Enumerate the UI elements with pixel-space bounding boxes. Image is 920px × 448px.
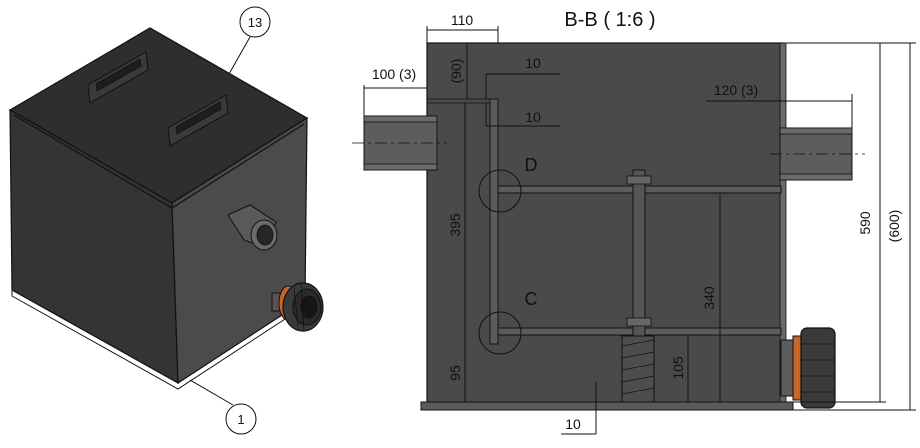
dim-10-mid: 10 [485, 103, 560, 127]
detail-c-label: C [525, 289, 538, 309]
dim-120-3-label: 120 (3) [714, 82, 758, 98]
outlet-pipe-section [770, 127, 865, 181]
dim-105-label: 105 [670, 356, 686, 380]
balloon-13: 13 [228, 6, 271, 75]
dim-10-bottom: 10 [561, 382, 597, 435]
dim-395-label: 395 [447, 213, 463, 237]
dim-110: 110 [426, 12, 499, 43]
section-title: B-B ( 1:6 ) [564, 9, 655, 31]
dim-105: 105 [670, 336, 689, 402]
dim-100-3-label: 100 (3) [372, 66, 416, 82]
lid-handle-back [87, 51, 149, 104]
dim-10-top: 10 [485, 55, 560, 99]
dim-100-3: 100 (3) [363, 66, 427, 116]
lid-handle-front [167, 94, 229, 147]
dim-90-label: (90) [448, 59, 464, 84]
vertical-baffle [489, 98, 499, 345]
detail-d-label: D [525, 155, 538, 175]
detail-c: C [478, 289, 538, 355]
dim-340: 340 [701, 193, 721, 402]
dim-590-label: 590 [857, 211, 873, 235]
dim-90: (90) [448, 43, 468, 99]
dim-95: 95 [447, 344, 466, 402]
outlet-fitting [271, 282, 324, 332]
dim-110-label: 110 [451, 12, 474, 28]
dim-340-label: 340 [701, 286, 717, 310]
drain-fitting-section [780, 327, 836, 409]
bottom-plate [420, 401, 794, 411]
dim-10-bottom-label: 10 [565, 416, 581, 432]
inlet-pipe-section [352, 115, 447, 171]
balloon-1: 1 [189, 379, 257, 435]
bottom-support-hatch [621, 335, 655, 403]
dim-120-3: 120 (3) [706, 82, 853, 128]
dim-395: 395 [447, 103, 466, 344]
side-inlet-pipe [227, 204, 278, 251]
balloon-1-label: 1 [237, 412, 244, 427]
dim-10-top-label: 10 [525, 55, 541, 71]
dim-600-label: (600) [886, 210, 902, 243]
dim-95-label: 95 [447, 365, 463, 381]
section-view: B-B ( 1:6 ) [352, 9, 916, 435]
isometric-view: 13 1 [8, 6, 324, 435]
balloon-13-label: 13 [248, 15, 262, 30]
dim-10-mid-label: 10 [525, 109, 541, 125]
detail-d: D [478, 155, 538, 213]
dim-600: (600) [786, 42, 916, 411]
